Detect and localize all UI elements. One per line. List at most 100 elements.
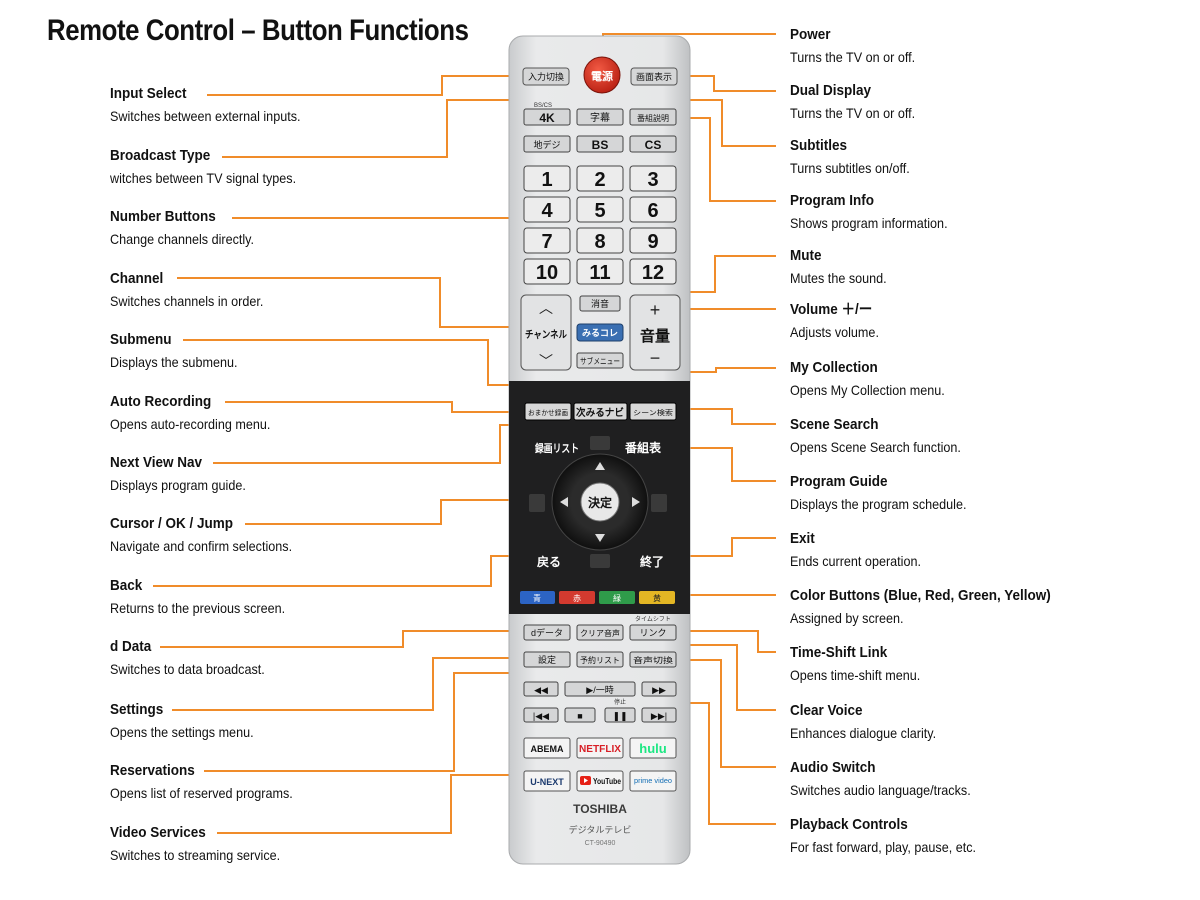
number-4-button[interactable]: 4 <box>523 196 571 223</box>
unext-button[interactable]: U-NEXT <box>523 770 571 792</box>
program-guide-text[interactable]: 番組表 <box>624 440 662 455</box>
back-text[interactable]: 戻る <box>537 554 561 569</box>
auto-recording-button[interactable]: おまかせ録画 <box>524 402 572 421</box>
abema-button[interactable]: ABEMA <box>523 737 571 759</box>
rewind-button[interactable] <box>523 681 559 697</box>
page-title: Remote Control – Button Functions <box>47 14 469 47</box>
model-text: CT-90490 <box>585 840 616 847</box>
playback-row-2: |◀◀ ■ ❚❚ ▶▶| <box>523 707 677 723</box>
leader-playback-controls <box>676 702 776 825</box>
number-3-button[interactable]: 3 <box>629 165 677 192</box>
dual-display-button[interactable]: 画面表示 <box>630 67 678 86</box>
prime-video-button[interactable]: prime video <box>629 770 677 792</box>
number-11-button[interactable]: 11 <box>576 258 624 285</box>
leader-channel <box>177 277 522 328</box>
dpad-right-arrow <box>632 497 640 507</box>
audio-switch-button[interactable]: 音声切換 <box>629 651 677 668</box>
d-data-button[interactable]: dデータ <box>523 624 571 641</box>
number-1-button[interactable]: 1 <box>523 165 571 192</box>
prime-video-text: prime video <box>634 778 672 785</box>
clear-voice-text: クリア音声 <box>580 628 620 638</box>
exit-text[interactable]: 終了 <box>640 554 664 569</box>
reservations-button[interactable]: 予約リスト <box>576 651 624 668</box>
link-button[interactable]: リンク <box>629 624 677 641</box>
dpad[interactable]: 決定 <box>551 453 649 551</box>
4k-button[interactable]: 4K <box>523 108 571 126</box>
input-switch-button[interactable]: 入力切換 <box>522 67 570 86</box>
fast-forward-button[interactable] <box>641 681 677 697</box>
stop-button[interactable] <box>564 707 596 723</box>
number-9-text: 9 <box>647 231 658 253</box>
power-button[interactable]: 電源 <box>583 56 621 94</box>
leader-time-shift-link <box>673 630 776 653</box>
label-audio-switch: Audio Switch Switches audio language/tra… <box>790 759 1160 799</box>
leader-d-data <box>160 630 525 648</box>
color-buttons-row[interactable]: 青 赤 緑 黄 <box>520 591 675 604</box>
dpad-up-arrow <box>595 462 605 470</box>
next-view-nav-button[interactable]: 次みるナビ <box>573 402 628 421</box>
netflix-button[interactable]: NETFLIX <box>576 737 624 759</box>
settings-button[interactable]: 設定 <box>523 651 571 668</box>
play-button[interactable] <box>564 681 636 697</box>
label-description: Shows program information. <box>790 215 948 231</box>
leader-dual-display <box>686 75 776 92</box>
cs-button[interactable]: CS <box>629 135 677 153</box>
bs-button[interactable]: BS <box>576 135 624 153</box>
subtitles-button[interactable]: 字幕 <box>576 108 624 126</box>
program-info-button[interactable]: 番組説明 <box>629 108 677 126</box>
pause-button[interactable] <box>604 707 636 723</box>
play-text: ▶/一時 <box>586 685 613 695</box>
label-description: Switches to streaming service. <box>110 847 281 863</box>
number-8-button[interactable]: 8 <box>576 227 624 254</box>
terrestrial-button[interactable]: 地デジ <box>523 135 571 153</box>
volume-rocker[interactable]: + 音量 − <box>629 294 681 371</box>
brand-text: TOSHIBA <box>573 802 627 816</box>
label-description: Ends current operation. <box>790 553 921 569</box>
power-text: 電源 <box>591 69 613 83</box>
recorded-list-text[interactable]: 録画リスト <box>535 441 579 455</box>
leader-program-guide <box>661 447 776 482</box>
clear-voice-button[interactable]: クリア音声 <box>576 624 624 641</box>
label-cursor-ok-jump: Cursor / OK / Jump Navigate and confirm … <box>110 515 480 555</box>
label-mute: Mute Mutes the sound. <box>790 247 1160 287</box>
number-12-button[interactable]: 12 <box>629 258 677 285</box>
bs-cs-tag: BS/CS <box>534 103 552 109</box>
label-input-select: Input Select Switches between external i… <box>110 85 480 125</box>
scene-search-button[interactable]: シーン検索 <box>629 402 677 421</box>
label-time-shift-link: Time-Shift Link Opens time-shift menu. <box>790 644 1160 684</box>
next-button[interactable] <box>641 707 677 723</box>
my-collection-button[interactable]: みるコレ <box>576 323 624 342</box>
number-7-button[interactable]: 7 <box>523 227 571 254</box>
label-description: Displays the program schedule. <box>790 496 967 512</box>
volume-minus: − <box>650 348 661 368</box>
number-5-button[interactable]: 5 <box>576 196 624 223</box>
unext-text: U-NEXT <box>530 777 564 787</box>
mute-button[interactable]: 消音 <box>579 295 621 312</box>
number-2-button[interactable]: 2 <box>576 165 624 192</box>
mute-text: 消音 <box>591 298 609 309</box>
label-heading: Settings <box>110 701 164 718</box>
number-10-button[interactable]: 10 <box>523 258 571 285</box>
label-color-buttons: Color Buttons (Blue, Red, Green, Yellow)… <box>790 587 1160 627</box>
leader-cursor <box>245 499 524 525</box>
youtube-button[interactable]: YouTube <box>576 770 624 792</box>
label-heading: Power <box>790 26 831 43</box>
rewind-text: ◀◀ <box>534 685 548 695</box>
label-description: Turns the TV on or off. <box>790 105 916 121</box>
submenu-button[interactable]: サブメニュー <box>576 352 624 369</box>
label-description: Turns subtitles on/off. <box>790 160 910 176</box>
label-number-buttons: Number Buttons Change channels directly. <box>110 208 480 248</box>
hulu-button[interactable]: hulu <box>629 737 677 759</box>
label-playback-controls: Playback Controls For fast forward, play… <box>790 816 1160 856</box>
d-data-text: dデータ <box>531 627 563 638</box>
label-dual-display: Dual Display Turns the TV on or off. <box>790 82 1160 122</box>
number-1-text: 1 <box>541 169 552 191</box>
channel-rocker[interactable]: ︿ チャンネル ﹀ <box>520 294 572 371</box>
number-9-button[interactable]: 9 <box>629 227 677 254</box>
label-heading: My Collection <box>790 359 878 376</box>
color-yellow-text: 黄 <box>653 593 661 603</box>
prev-button[interactable] <box>523 707 559 723</box>
number-6-button[interactable]: 6 <box>629 196 677 223</box>
label-heading: Clear Voice <box>790 702 863 719</box>
